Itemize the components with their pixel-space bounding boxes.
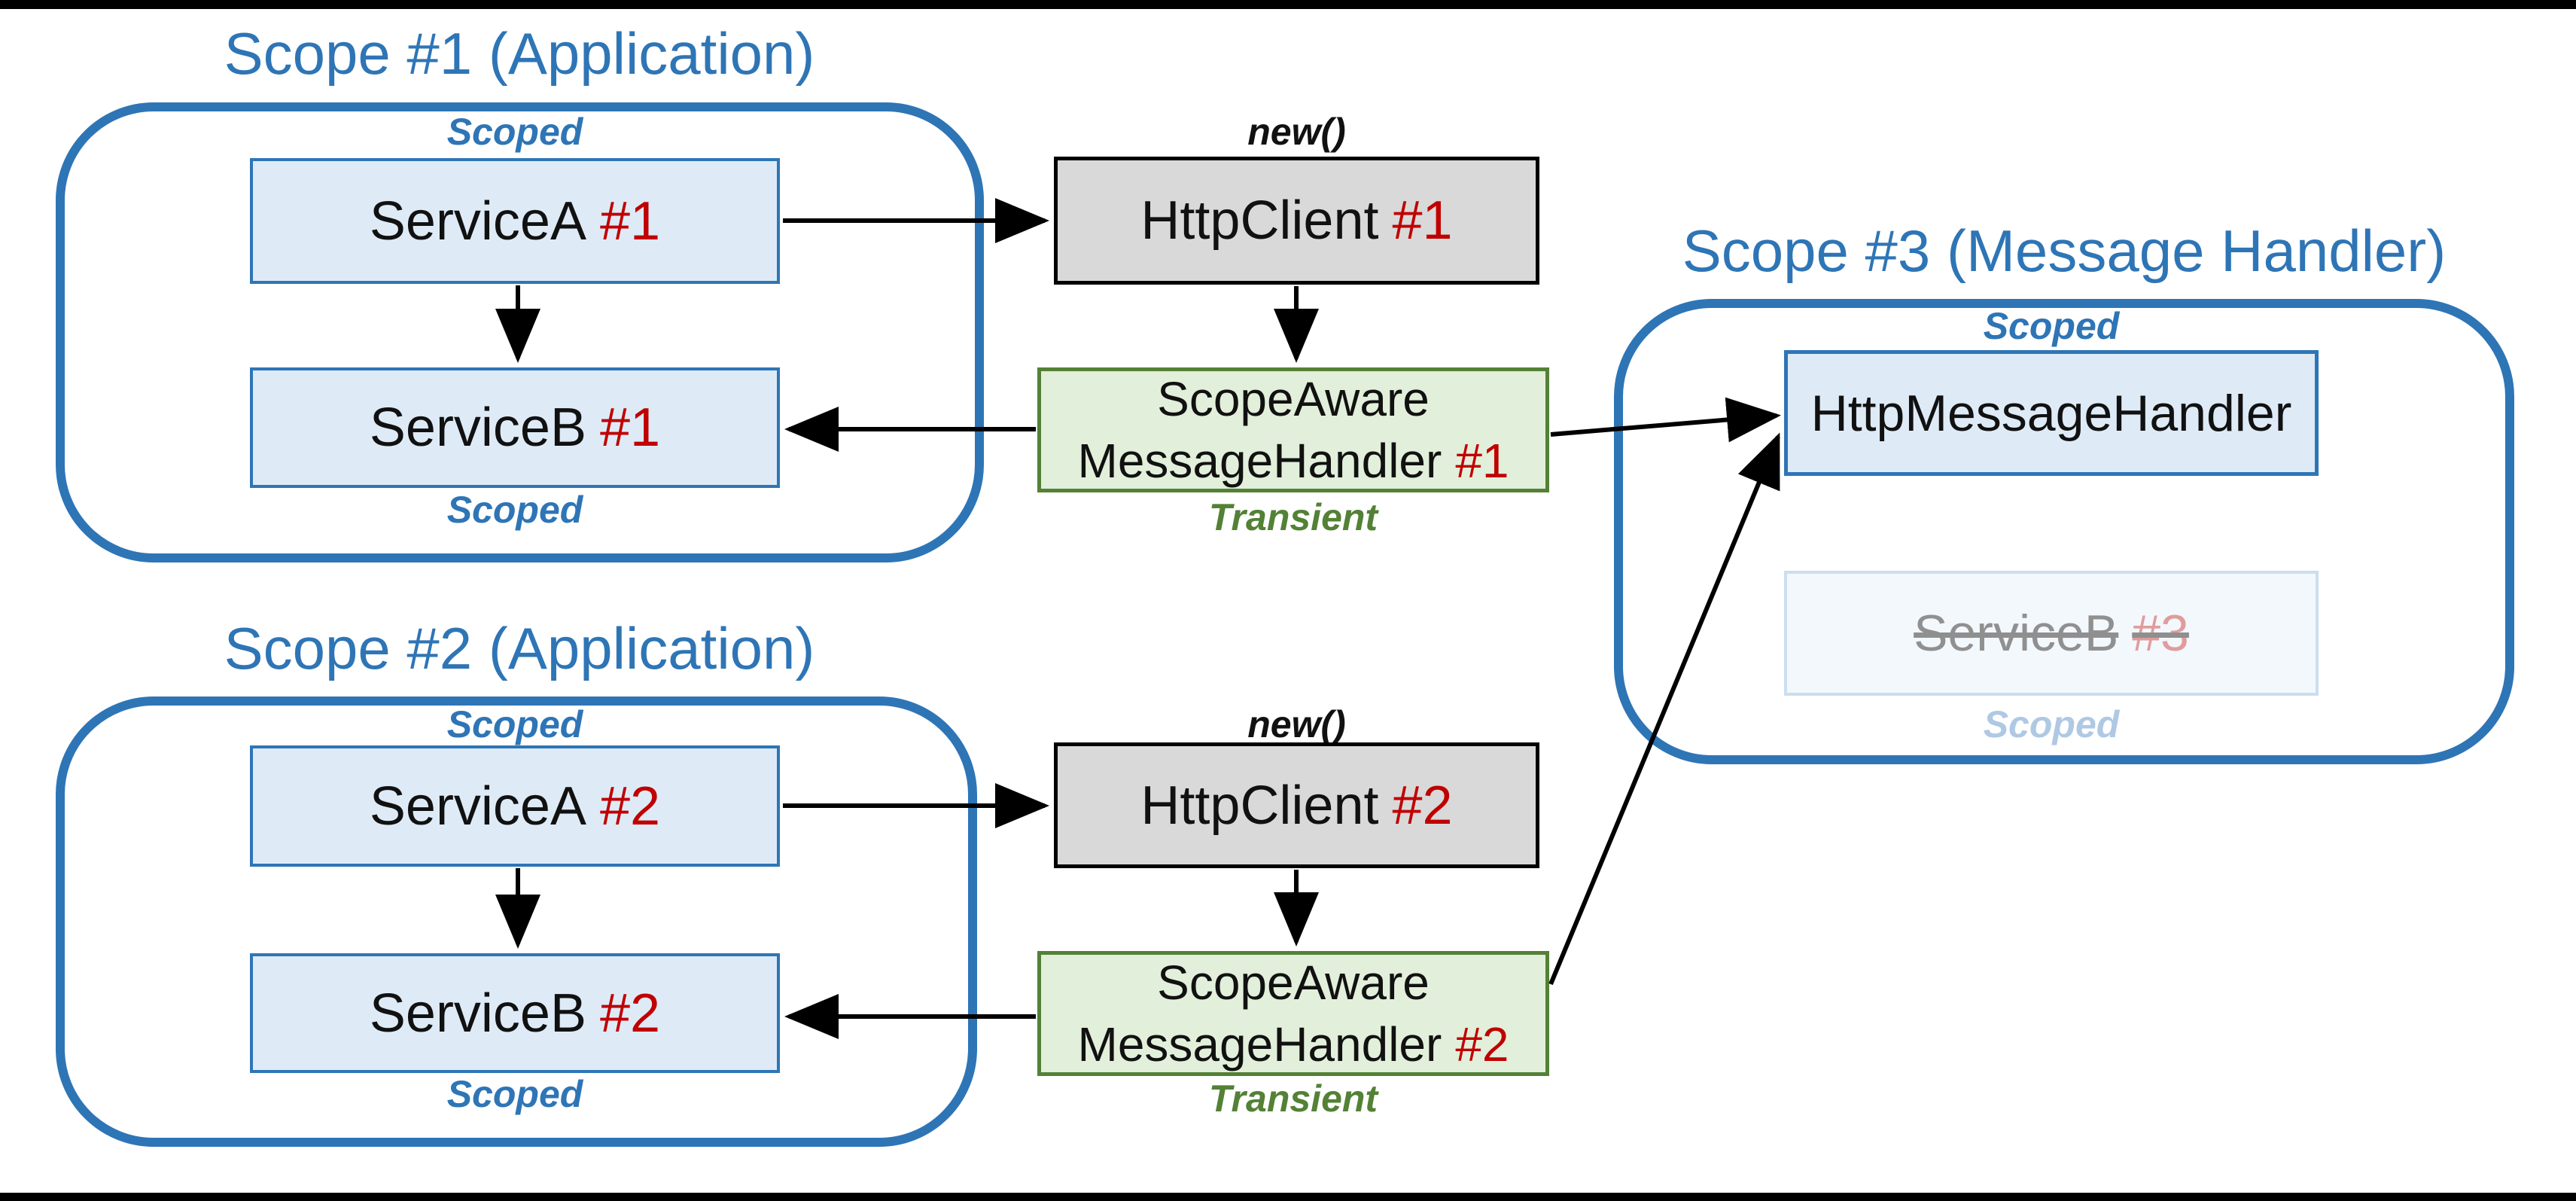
handler-2-line2: MessageHandler #2: [1078, 1014, 1509, 1075]
scope1-scoped-top-label: Scoped: [446, 111, 583, 153]
service-b-1-label: ServiceB: [369, 398, 586, 458]
service-a-1-box: ServiceA #1: [250, 158, 780, 284]
scope2-title: Scope #2 (Application): [224, 615, 815, 681]
bottom-frame-bar: [0, 1193, 2576, 1201]
flow1-new-label: new(): [1247, 111, 1346, 153]
scope2-scoped-top-label: Scoped: [446, 703, 583, 745]
service-a-1-label: ServiceA: [369, 191, 586, 251]
scope3-scoped-faded-label: Scoped: [1983, 703, 2120, 745]
http-message-handler-label: HttpMessageHandler: [1810, 384, 2292, 442]
service-b-3-disposed-box: ServiceB #3: [1784, 571, 2319, 696]
handler-1-line1: ScopeAware: [1157, 368, 1430, 430]
scope3-title: Scope #3 (Message Handler): [1682, 218, 2447, 284]
top-frame-bar: [0, 0, 2576, 9]
flow1-transient-label: Transient: [1208, 496, 1378, 538]
service-b-1-box: ServiceB #1: [250, 367, 780, 488]
scope-aware-message-handler-2-box: ScopeAware MessageHandler #2: [1037, 951, 1549, 1076]
http-message-handler-box: HttpMessageHandler: [1784, 350, 2319, 476]
http-client-2-instance: #2: [1392, 775, 1453, 836]
service-b-1-instance: #1: [600, 398, 661, 458]
scope1-scoped-bottom-label: Scoped: [446, 489, 583, 531]
service-a-2-label: ServiceA: [369, 776, 586, 837]
scope2-container: [56, 697, 977, 1147]
http-client-2-label: HttpClient: [1140, 775, 1379, 836]
service-b-2-label: ServiceB: [369, 983, 586, 1044]
service-b-2-instance: #2: [600, 983, 661, 1044]
service-b-3-label: ServiceB: [1914, 605, 2119, 662]
http-client-1-instance: #1: [1392, 191, 1453, 251]
scope3-container: [1614, 299, 2514, 764]
flow2-new-label: new(): [1247, 703, 1346, 745]
scope3-scoped-label: Scoped: [1983, 305, 2120, 347]
scope2-scoped-bottom-label: Scoped: [446, 1073, 583, 1115]
http-client-1-label: HttpClient: [1140, 191, 1379, 251]
flow2-transient-label: Transient: [1208, 1078, 1378, 1120]
service-a-2-box: ServiceA #2: [250, 745, 780, 867]
scope-aware-message-handler-1-box: ScopeAware MessageHandler #1: [1037, 367, 1549, 492]
handler-2-line2-text: MessageHandler: [1077, 1017, 1442, 1071]
handler-2-instance: #2: [1455, 1017, 1509, 1071]
service-b-3-struck-text: ServiceB #3: [1914, 604, 2189, 663]
service-a-1-instance: #1: [600, 191, 661, 251]
scope1-container: [56, 102, 984, 562]
handler-2-line1: ScopeAware: [1157, 952, 1430, 1014]
service-b-2-box: ServiceB #2: [250, 953, 780, 1073]
handler-1-line2: MessageHandler #1: [1078, 430, 1509, 492]
handler-1-line1-text: ScopeAware: [1157, 372, 1430, 426]
scope1-title: Scope #1 (Application): [224, 20, 815, 87]
service-a-2-instance: #2: [600, 776, 661, 837]
handler-2-line1-text: ScopeAware: [1157, 956, 1430, 1010]
handler-1-line2-text: MessageHandler: [1077, 434, 1442, 488]
http-client-2-box: HttpClient #2: [1054, 742, 1539, 868]
handler-1-instance: #1: [1455, 434, 1509, 488]
service-b-3-instance: #3: [2132, 605, 2189, 662]
http-client-1-box: HttpClient #1: [1054, 157, 1539, 285]
